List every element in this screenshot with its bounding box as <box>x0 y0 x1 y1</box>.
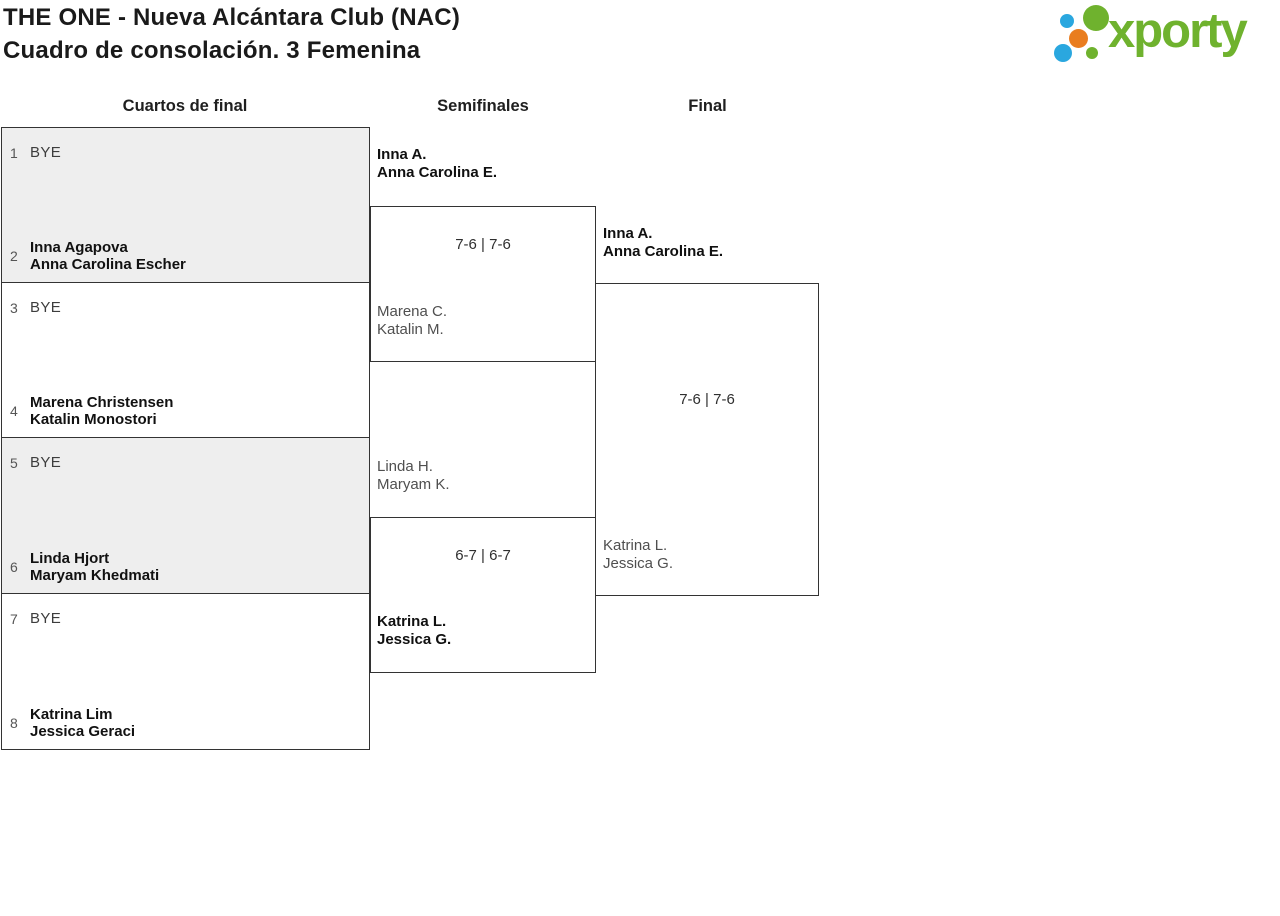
quarterfinal-match-2: 3 BYE 4 Marena Christensen Katalin Monos… <box>1 282 370 438</box>
page-title: THE ONE - Nueva Alcántara Club (NAC) Cua… <box>3 1 460 67</box>
semifinal-match-1-box <box>370 206 596 362</box>
sf1-team1-label: Inna A. Anna Carolina E. <box>377 146 498 181</box>
quarterfinal-match-3: 5 BYE 6 Linda Hjort Maryam Khedmati <box>1 437 370 594</box>
quarterfinal-match-1: 1 BYE 2 Inna Agapova Anna Carolina Esche… <box>1 127 370 283</box>
semifinal-match-2-box <box>370 517 596 673</box>
round-header-quarterfinals: Cuartos de final <box>122 97 248 115</box>
round-header-semifinals: Semifinales <box>437 97 529 115</box>
quarterfinal-match-4: 7 BYE 8 Katrina Lim Jessica Geraci <box>1 593 370 750</box>
bye-label: BYE <box>30 454 62 471</box>
seed-number: 1 <box>10 144 18 161</box>
sf2-team2-label: Katrina L. Jessica G. <box>377 613 452 648</box>
logo-dot-green-large-icon <box>1083 5 1109 31</box>
team-names: Marena Christensen Katalin Monostori <box>30 394 174 428</box>
seed-number: 4 <box>10 403 18 419</box>
bye-label: BYE <box>30 144 62 161</box>
final-team2-label: Katrina L. Jessica G. <box>603 537 674 572</box>
seed-number: 2 <box>10 248 18 264</box>
bracket-slot-seed-8: 8 Katrina Lim Jessica Geraci <box>10 706 361 740</box>
sf2-score: 6-7 | 6-7 <box>455 547 511 564</box>
team-names: Katrina Lim Jessica Geraci <box>30 706 136 740</box>
bracket-slot-seed-7: 7 BYE <box>10 610 361 627</box>
logo-dot-orange-icon <box>1069 29 1088 48</box>
logo-wordmark: xporty <box>1108 4 1248 58</box>
seed-number: 7 <box>10 610 18 627</box>
team-names: Linda Hjort Maryam Khedmati <box>30 550 160 584</box>
team-names: Inna Agapova Anna Carolina Escher <box>30 239 186 273</box>
bracket-slot-seed-6: 6 Linda Hjort Maryam Khedmati <box>10 550 361 584</box>
round-header-final: Final <box>688 97 727 115</box>
sf1-score: 7-6 | 7-6 <box>455 236 511 253</box>
seed-number: 6 <box>10 559 18 575</box>
logo-dot-blue-small-icon <box>1060 14 1074 28</box>
bracket-slot-seed-5: 5 BYE <box>10 454 361 471</box>
sf2-team1-label: Linda H. Maryam K. <box>377 458 450 493</box>
logo-dot-green-small-icon <box>1086 47 1098 59</box>
bracket-slot-seed-3: 3 BYE <box>10 299 361 316</box>
tournament-name: THE ONE - Nueva Alcántara Club (NAC) <box>3 4 461 31</box>
bracket-slot-seed-2: 2 Inna Agapova Anna Carolina Escher <box>10 239 361 273</box>
final-team1-label: Inna A. Anna Carolina E. <box>603 225 724 260</box>
bye-label: BYE <box>30 299 62 316</box>
seed-number: 8 <box>10 715 18 731</box>
xporty-logo[interactable]: xporty <box>1048 0 1280 70</box>
bracket-slot-seed-1: 1 BYE <box>10 144 361 161</box>
final-score: 7-6 | 7-6 <box>679 391 735 408</box>
draw-subtitle: Cuadro de consolación. 3 Femenina <box>3 37 421 64</box>
final-match-box <box>595 283 819 596</box>
bracket-slot-seed-4: 4 Marena Christensen Katalin Monostori <box>10 394 361 428</box>
bye-label: BYE <box>30 610 62 627</box>
seed-number: 3 <box>10 299 18 316</box>
sf1-team2-label: Marena C. Katalin M. <box>377 303 448 338</box>
logo-dot-blue-large-icon <box>1054 44 1072 62</box>
seed-number: 5 <box>10 454 18 471</box>
